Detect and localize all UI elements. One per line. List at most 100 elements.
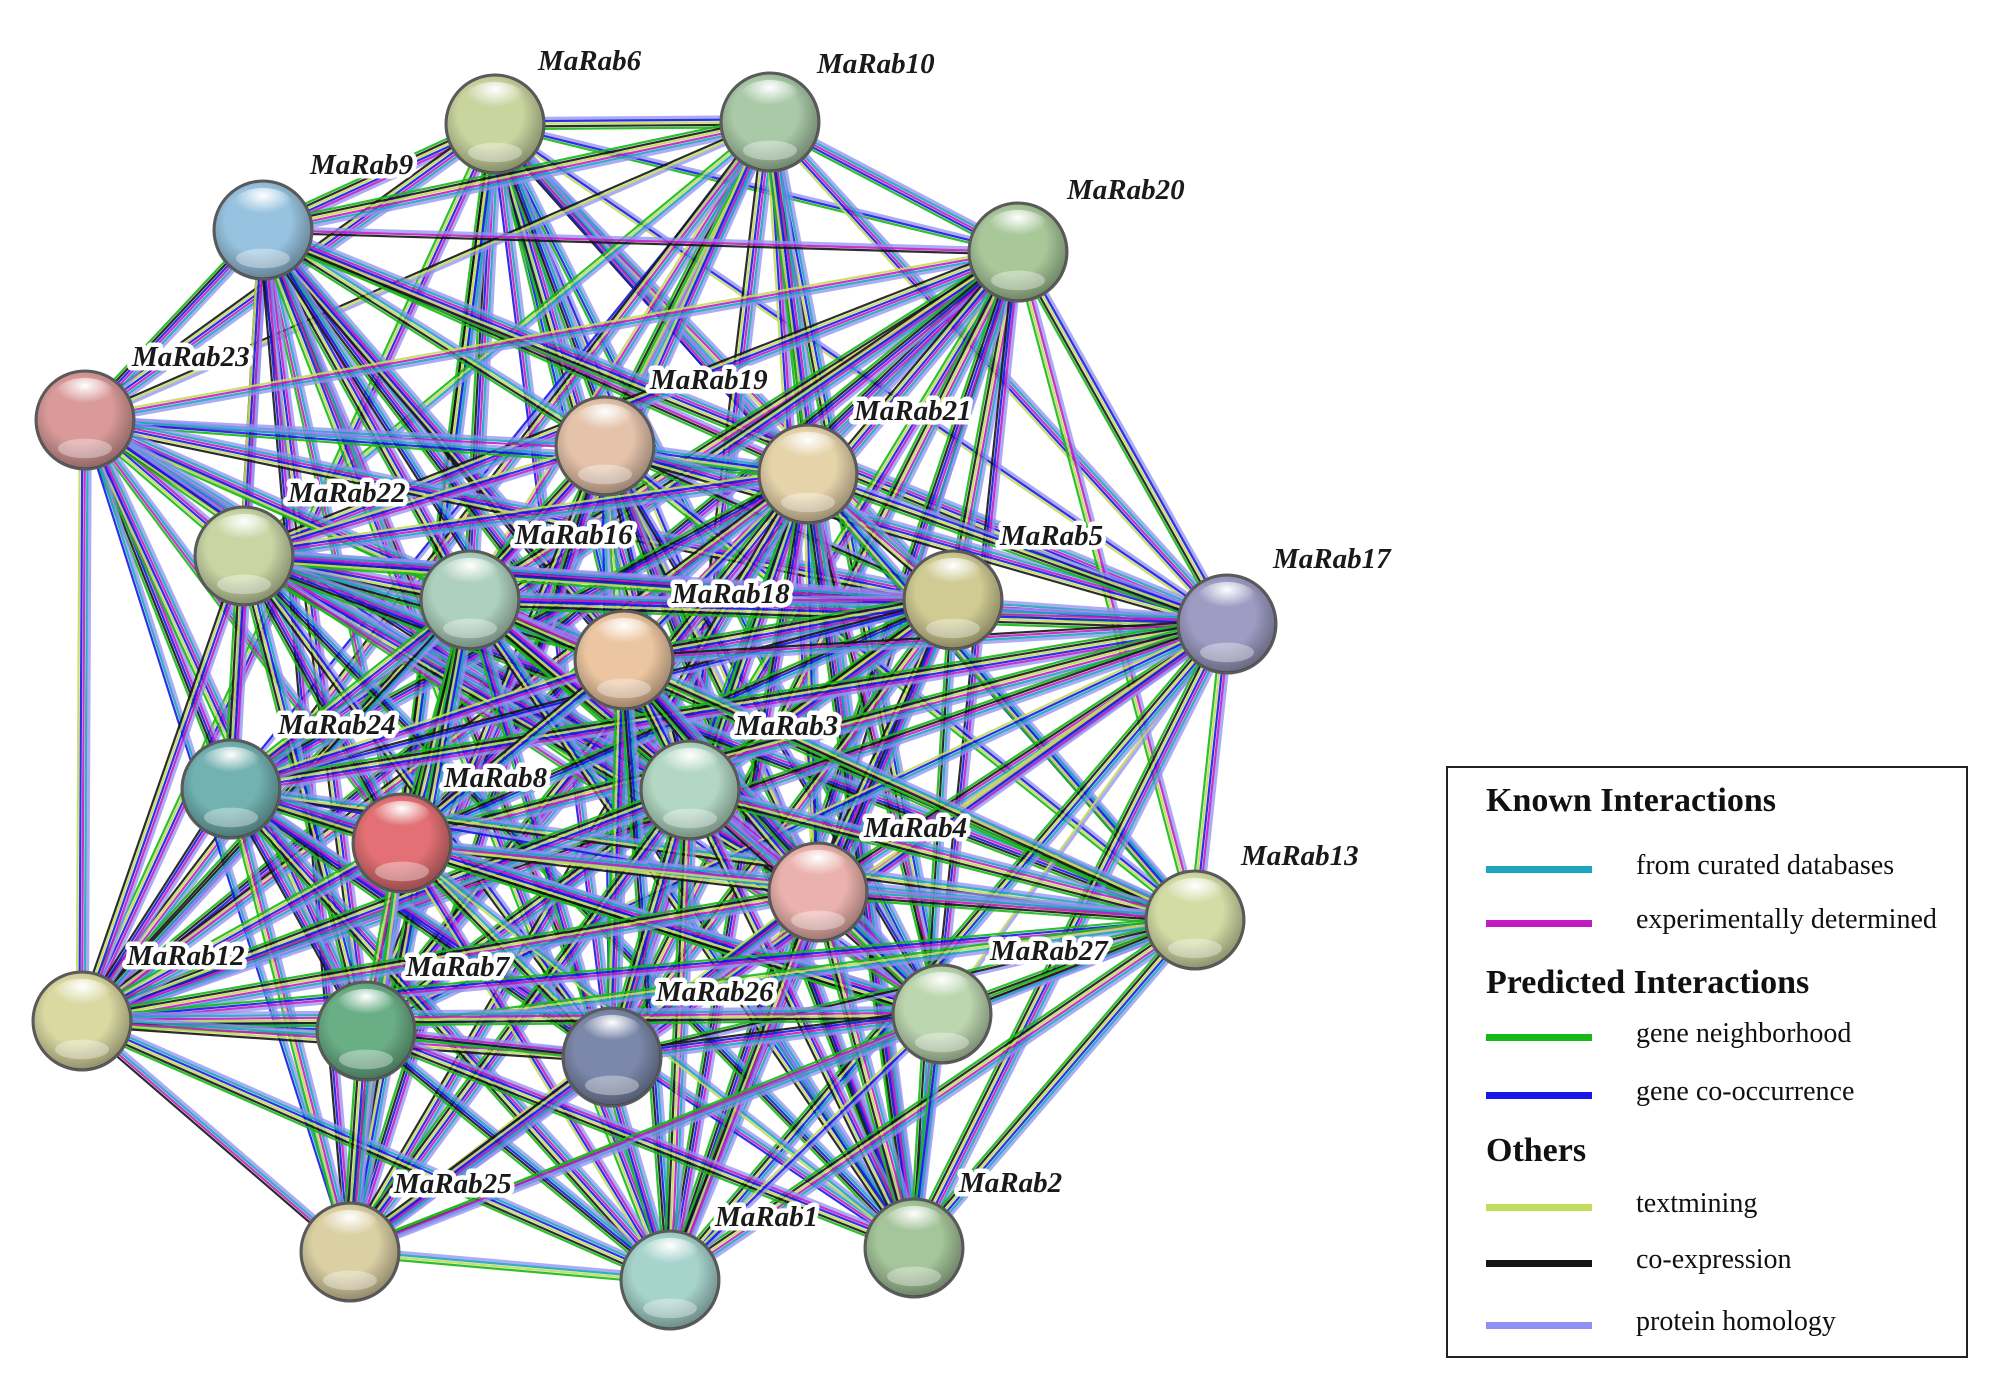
node-marab8[interactable]: MaRab8 [351,758,552,894]
edge-line-homology [264,126,772,239]
node-marab5[interactable]: MaRab5 [902,516,1108,651]
node-highlight [593,617,655,654]
node-rim-light [663,808,717,829]
edge-line-coexpression [817,893,1195,924]
edge-line-neighborhood [78,836,400,1017]
legend-swatch-curated [1486,866,1592,873]
node-marab6[interactable]: MaRab6 [444,41,646,175]
edge-line-cooccurrence [364,445,607,1032]
edge-line-cooccurrence [243,555,819,893]
node-marab20[interactable]: MaRab20 [967,170,1189,303]
node-marab13[interactable]: MaRab13 [1144,836,1363,971]
legend-label-experimental: experimentally determined [1636,904,1937,935]
edge-line-curated [83,419,89,1022]
edge-line-cooccurrence [80,840,402,1021]
edge-line-homology [248,553,374,1030]
node-marab10[interactable]: MaRab10 [719,44,939,173]
node-rim-light [597,678,651,699]
edge-MaRab10-MaRab23 [83,118,772,424]
node-rim-light [915,1032,969,1053]
edge-line-experimental [349,1012,943,1254]
node-rim-light [217,574,271,595]
edge-line-textmining [229,655,624,787]
edge-line-neighborhood [80,884,818,1016]
node-label: MaRab25 [393,1168,512,1200]
node-highlight [574,403,636,440]
node-highlight [1196,581,1258,618]
edge-line-textmining [668,917,1195,1280]
edge-line-neighborhood [400,616,1226,838]
node-rim-light [1168,938,1222,959]
node-marab7[interactable]: MaRab7 [315,947,515,1082]
node-label: MaRab24 [277,709,396,741]
edge-line-experimental [82,920,1196,1024]
node-rim-light [643,1298,697,1319]
node-rim-light [926,618,980,639]
node-marab18[interactable]: MaRab18 [573,574,795,711]
edge-line-homology [774,120,951,1014]
edge-line-curated [366,1028,673,1279]
edge-MaRab17-MaRab8 [400,616,1230,851]
node-highlight [777,431,839,468]
edge-line-homology [625,653,1198,917]
edge-line-homology [85,557,251,1024]
edge-MaRab20-MaRab23 [84,247,1020,426]
node-highlight [787,849,849,886]
edge-line-experimental [80,419,87,1022]
node-marab17[interactable]: MaRab17 [1176,539,1397,675]
node-highlight [213,513,275,550]
edge-line-textmining [667,1011,941,1279]
node-highlight [639,1237,701,1274]
node-marab19[interactable]: MaRab19 [554,360,772,497]
edge-line-coexpression [79,784,689,1018]
node-marab25[interactable]: MaRab25 [299,1164,516,1303]
edge-line-textmining [1017,251,1228,625]
edge-line-textmining [227,596,469,787]
node-marab16[interactable]: MaRab16 [419,515,638,651]
edge-line-coexpression [239,557,400,846]
node-highlight [922,557,984,594]
legend-item-curated: from curated databases [1486,850,1956,890]
edge-line-textmining [78,554,243,1021]
edge-line-curated [612,1015,943,1061]
node-marab4[interactable]: MaRab4 [767,808,972,943]
edge-MaRab7-MaRab1 [362,1025,675,1285]
node-marab23[interactable]: MaRab23 [34,337,254,471]
edge-line-textmining [807,472,1228,626]
node-label: MaRab27 [989,935,1109,967]
node-marab3[interactable]: MaRab3 [639,706,843,841]
edge-line-experimental [232,786,673,1280]
edge-line-curated [351,1059,615,1256]
node-marab24[interactable]: MaRab24 [180,705,400,840]
legend-item-textmining: textmining [1486,1188,1956,1228]
edge-line-curated [263,226,607,445]
edge-line-cooccurrence [808,470,1229,623]
node-marab1[interactable]: MaRab1 [619,1197,823,1331]
node-marab27[interactable]: MaRab27 [891,931,1114,1065]
legend-known-heading: Known Interactions [1486,782,1776,819]
node-marab21[interactable]: MaRab21 [757,391,976,525]
edge-line-coexpression [364,1033,914,1253]
edge-line-neighborhood [259,233,603,452]
edge-line-homology [403,840,675,1279]
edge-line-coexpression [241,244,1017,551]
edge-line-neighborhood [1012,253,1224,628]
node-marab9[interactable]: MaRab9 [212,145,418,281]
node-marab22[interactable]: MaRab22 [193,473,410,607]
edge-line-coexpression [261,231,605,450]
edge-line-curated [692,122,775,791]
edge-line-experimental [263,226,1229,623]
edge-line-homology [244,547,1228,620]
edge-line-coexpression [79,1023,669,1285]
edge-line-homology [352,1060,617,1259]
node-marab2[interactable]: MaRab2 [863,1163,1067,1299]
edge-line-curated [82,1019,352,1252]
edge-line-curated [624,656,1197,919]
edge-line-homology [83,1016,354,1251]
edge-line-cooccurrence [670,624,1229,1282]
node-marab12[interactable]: MaRab12 [31,936,249,1072]
edge-line-curated [914,600,956,1249]
legend-item-coexpression: co-expression [1486,1244,1956,1284]
node-marab26[interactable]: MaRab26 [561,972,779,1108]
node-highlight [200,746,262,783]
